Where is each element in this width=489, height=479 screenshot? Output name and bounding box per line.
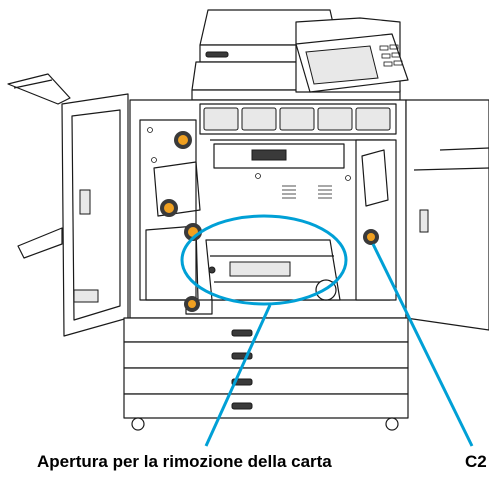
callout-c2: [371, 243, 474, 447]
right-door: [405, 99, 489, 331]
knob-a: [174, 131, 192, 149]
left-door: [61, 93, 129, 337]
knob-b: [160, 199, 178, 217]
callout-label-paper-opening: Apertura per la rimozione della carta: [37, 452, 332, 471]
knob-c: [184, 223, 202, 241]
knob-d: [184, 296, 200, 312]
vent-grille: [282, 185, 332, 199]
knob-c2: [363, 229, 379, 245]
finisher-tray: [7, 73, 71, 259]
paper-trays: [123, 317, 409, 431]
callout-paper-opening: [180, 214, 348, 447]
callout-label-c2: C2: [465, 452, 487, 471]
paper-transport: [205, 239, 341, 301]
toner-row: [199, 103, 397, 135]
control-panel: [295, 33, 409, 93]
